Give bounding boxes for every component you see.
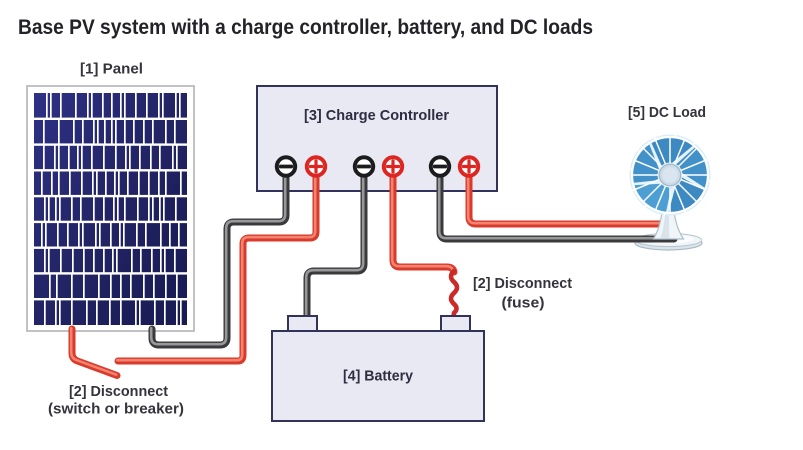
svg-text:[3] Charge Controller: [3] Charge Controller	[304, 107, 449, 124]
svg-text:(switch or breaker): (switch or breaker)	[48, 401, 184, 418]
svg-text:[4] Battery: [4] Battery	[343, 368, 414, 385]
svg-text:[2] Disconnect: [2] Disconnect	[473, 275, 572, 292]
svg-text:[2] Disconnect: [2] Disconnect	[69, 383, 168, 400]
svg-text:(fuse): (fuse)	[502, 295, 545, 312]
svg-text:[5] DC Load: [5] DC Load	[628, 104, 706, 121]
svg-text:Base PV system with a charge c: Base PV system with a charge controller,…	[18, 15, 593, 39]
svg-text:[1] Panel: [1] Panel	[80, 61, 143, 78]
